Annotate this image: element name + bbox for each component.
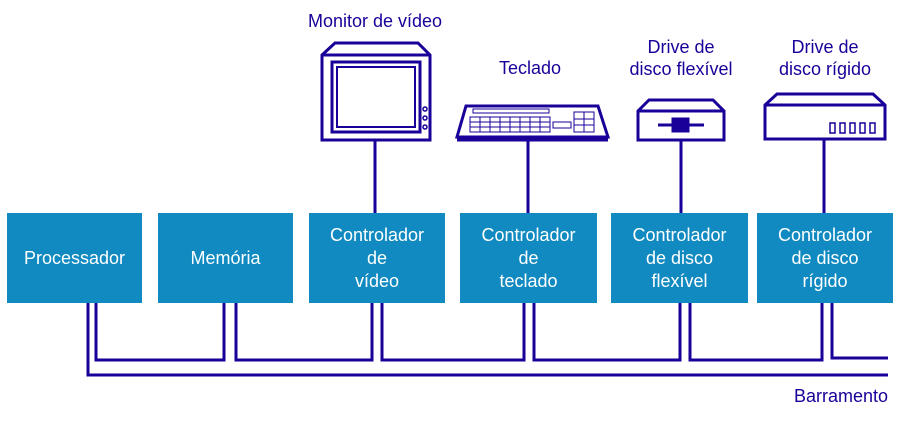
floppy-drive-icon	[636, 98, 726, 142]
monitor-label: Monitor de vídeo	[307, 11, 443, 31]
box-label: Processador	[23, 247, 126, 268]
box-label: de	[366, 247, 388, 268]
hard-drive-icon	[763, 92, 887, 141]
box-label: Memória	[190, 247, 261, 268]
floppy-label-line1: Drive de	[647, 37, 715, 57]
box-label: de disco	[791, 247, 859, 268]
box-label: vídeo	[354, 270, 400, 291]
monitor-icon	[320, 41, 432, 142]
box-label: de disco	[645, 247, 714, 268]
floppy-drive-label: Drive de disco flexível	[611, 36, 751, 80]
box-label: rígido	[802, 270, 848, 291]
hdd-label-line1: Drive de	[791, 37, 859, 57]
bus-label: Barramento	[793, 386, 888, 406]
box-label: flexível	[651, 270, 708, 291]
box-label: teclado	[499, 270, 558, 291]
hard-drive-label: Drive de disco rígido	[755, 36, 895, 80]
processor-box: Processador	[7, 213, 142, 303]
box-label: de	[518, 247, 539, 268]
hdd-label-line2: disco rígido	[778, 59, 872, 79]
memory-box: Memória	[158, 213, 293, 303]
floppy-label-line2: disco flexível	[629, 59, 733, 79]
box-label: Controlador	[777, 224, 873, 245]
keyboard-label: Teclado	[498, 58, 562, 78]
box-label: Controlador	[329, 224, 425, 245]
box-label: Controlador	[481, 224, 576, 245]
bus-lines	[86, 303, 888, 377]
box-label: Controlador	[632, 224, 727, 245]
keyboard-icon	[455, 104, 611, 142]
